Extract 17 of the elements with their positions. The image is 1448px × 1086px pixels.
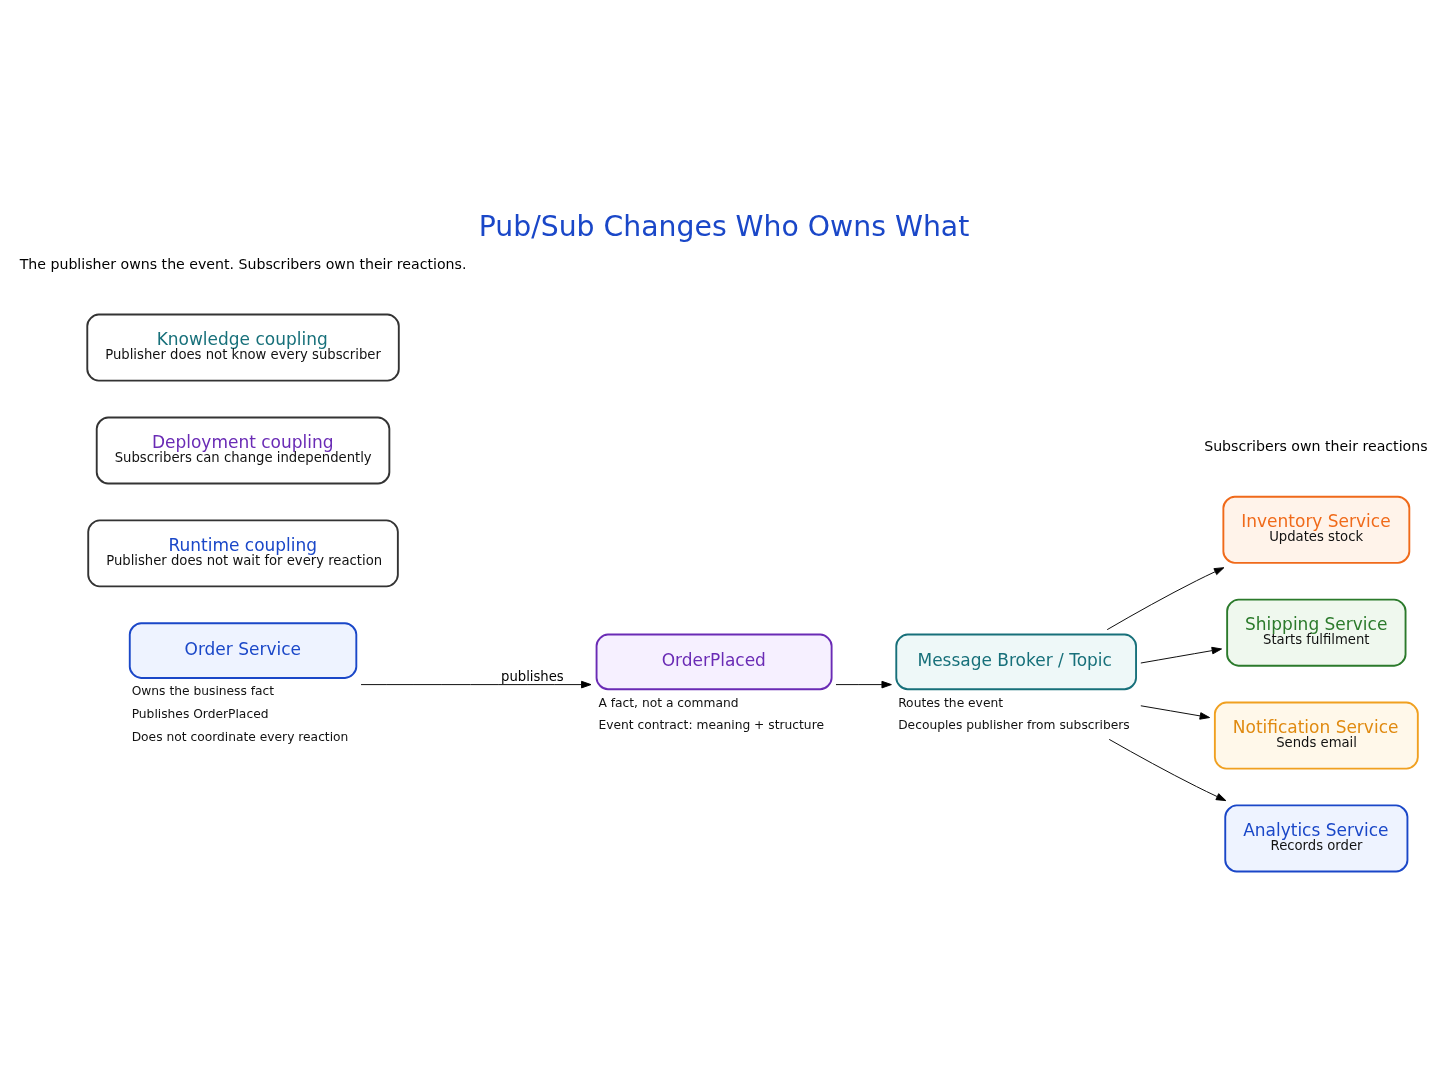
label: The publisher owns the event. Subscribers own their reactions. <box>19 255 467 272</box>
arrow <box>835 680 892 689</box>
node-label: Decouples publisher from subscribers <box>898 718 1130 733</box>
arrow <box>360 680 592 689</box>
label: Subscribers own their reactions <box>1204 437 1428 454</box>
node-label: Publishes OrderPlaced <box>131 707 269 722</box>
diagram-title: Pub/Sub Changes Who Owns What <box>478 210 970 244</box>
node-label: Routes the event <box>898 695 1004 710</box>
node-label: A fact, not a command <box>598 695 739 710</box>
node-label: Owns the business fact <box>131 684 275 699</box>
arrow <box>1106 567 1225 631</box>
arrow <box>1140 646 1223 664</box>
node-label: Event contract: meaning + structure <box>598 718 824 733</box>
arrow <box>1108 738 1227 802</box>
node-label: Does not coordinate every reaction <box>131 729 349 744</box>
edge-label: publishes <box>501 669 564 685</box>
arrow <box>1140 705 1211 720</box>
